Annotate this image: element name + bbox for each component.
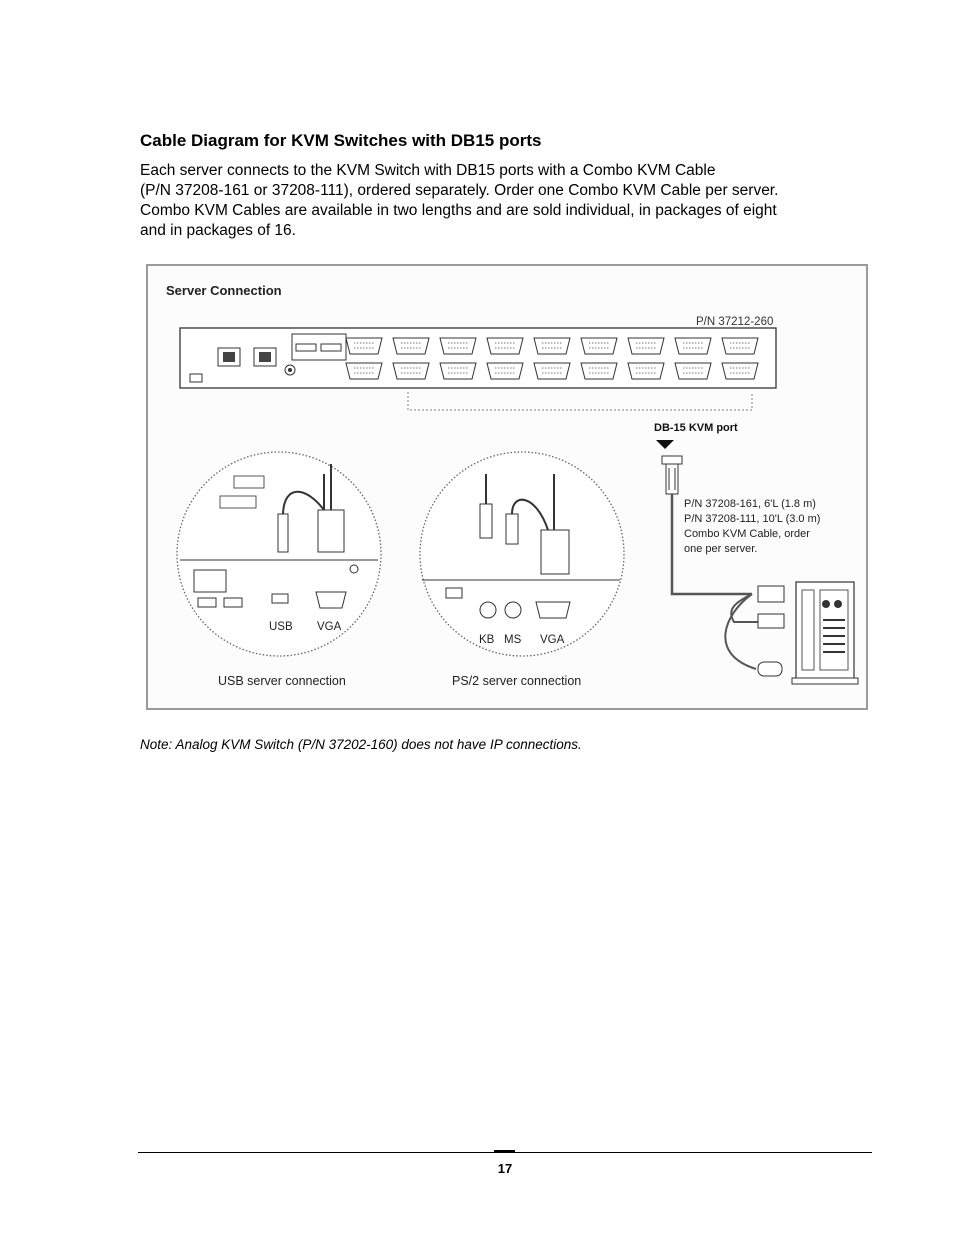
paragraph-line: (P/N 37208-161 or 37208-111), ordered se… — [140, 182, 779, 199]
server-connection-diagram: Server Connection P/N 37212-260 DB-15 KV… — [146, 264, 868, 710]
note-text: Note: Analog KVM Switch (P/N 37202-160) … — [140, 737, 582, 752]
kvm-switch — [179, 327, 777, 389]
db15-port-icon — [439, 337, 477, 355]
vga-port-label: VGA — [317, 621, 342, 633]
cable-info-line: P/N 37208-111, 10'L (3.0 m) — [684, 513, 820, 525]
paragraph-line: Combo KVM Cables are available in two le… — [140, 202, 777, 219]
page-number: 17 — [497, 1161, 513, 1176]
db15-port-icon — [486, 362, 524, 380]
db15-port-icon — [674, 337, 712, 355]
db15-port-icon — [439, 362, 477, 380]
db15-port-icon — [345, 362, 383, 380]
db15-port-icon — [580, 362, 618, 380]
paragraph-line: Each server connects to the KVM Switch w… — [140, 162, 716, 179]
switch-part-number: P/N 37212-260 — [696, 316, 773, 328]
combo-kvm-cable — [661, 455, 785, 677]
ps2-vga-port-label: VGA — [540, 634, 565, 646]
cable-info-line: one per server. — [684, 543, 757, 555]
db15-port-icon — [674, 362, 712, 380]
db15-port-icon — [533, 337, 571, 355]
db15-port-icon — [392, 337, 430, 355]
figure-title: Server Connection — [166, 283, 282, 298]
cable-info-line: Combo KVM Cable, order — [684, 528, 810, 540]
db15-port-icon — [580, 337, 618, 355]
db15-port-row — [345, 337, 759, 355]
db15-port-icon — [627, 362, 665, 380]
port-bracket — [407, 392, 753, 411]
db15-port-icon — [721, 337, 759, 355]
ps2-caption: PS/2 server connection — [452, 674, 581, 688]
db15-port-icon — [721, 362, 759, 380]
usb-port-label: USB — [269, 621, 293, 633]
db15-port-icon — [533, 362, 571, 380]
intro-paragraph: Each server connects to the KVM Switch w… — [140, 161, 880, 241]
db15-port-row — [345, 362, 759, 380]
cable-info: P/N 37208-161, 6'L (1.8 m) P/N 37208-111… — [684, 498, 823, 555]
section-heading: Cable Diagram for KVM Switches with DB15… — [140, 131, 542, 150]
db15-port-icon — [486, 337, 524, 355]
kb-port-label: KB — [479, 634, 495, 646]
cable-info-line: P/N 37208-161, 6'L (1.8 m) — [684, 498, 816, 510]
usb-connection-panel: USB VGA USB server connection — [176, 451, 382, 688]
db15-port-label: DB-15 KVM port — [654, 422, 738, 434]
ms-port-label: MS — [504, 634, 522, 646]
db15-port-icon — [345, 337, 383, 355]
paragraph-line: and in packages of 16. — [140, 222, 296, 239]
usb-caption: USB server connection — [218, 674, 346, 688]
footer-tab-mark — [494, 1150, 515, 1153]
arrow-down-icon — [656, 440, 674, 449]
ps2-connection-panel: KB MS VGA PS/2 server connection — [419, 451, 625, 688]
db15-port-icon — [392, 362, 430, 380]
db15-port-icon — [627, 337, 665, 355]
pc-tower-icon — [791, 581, 859, 685]
